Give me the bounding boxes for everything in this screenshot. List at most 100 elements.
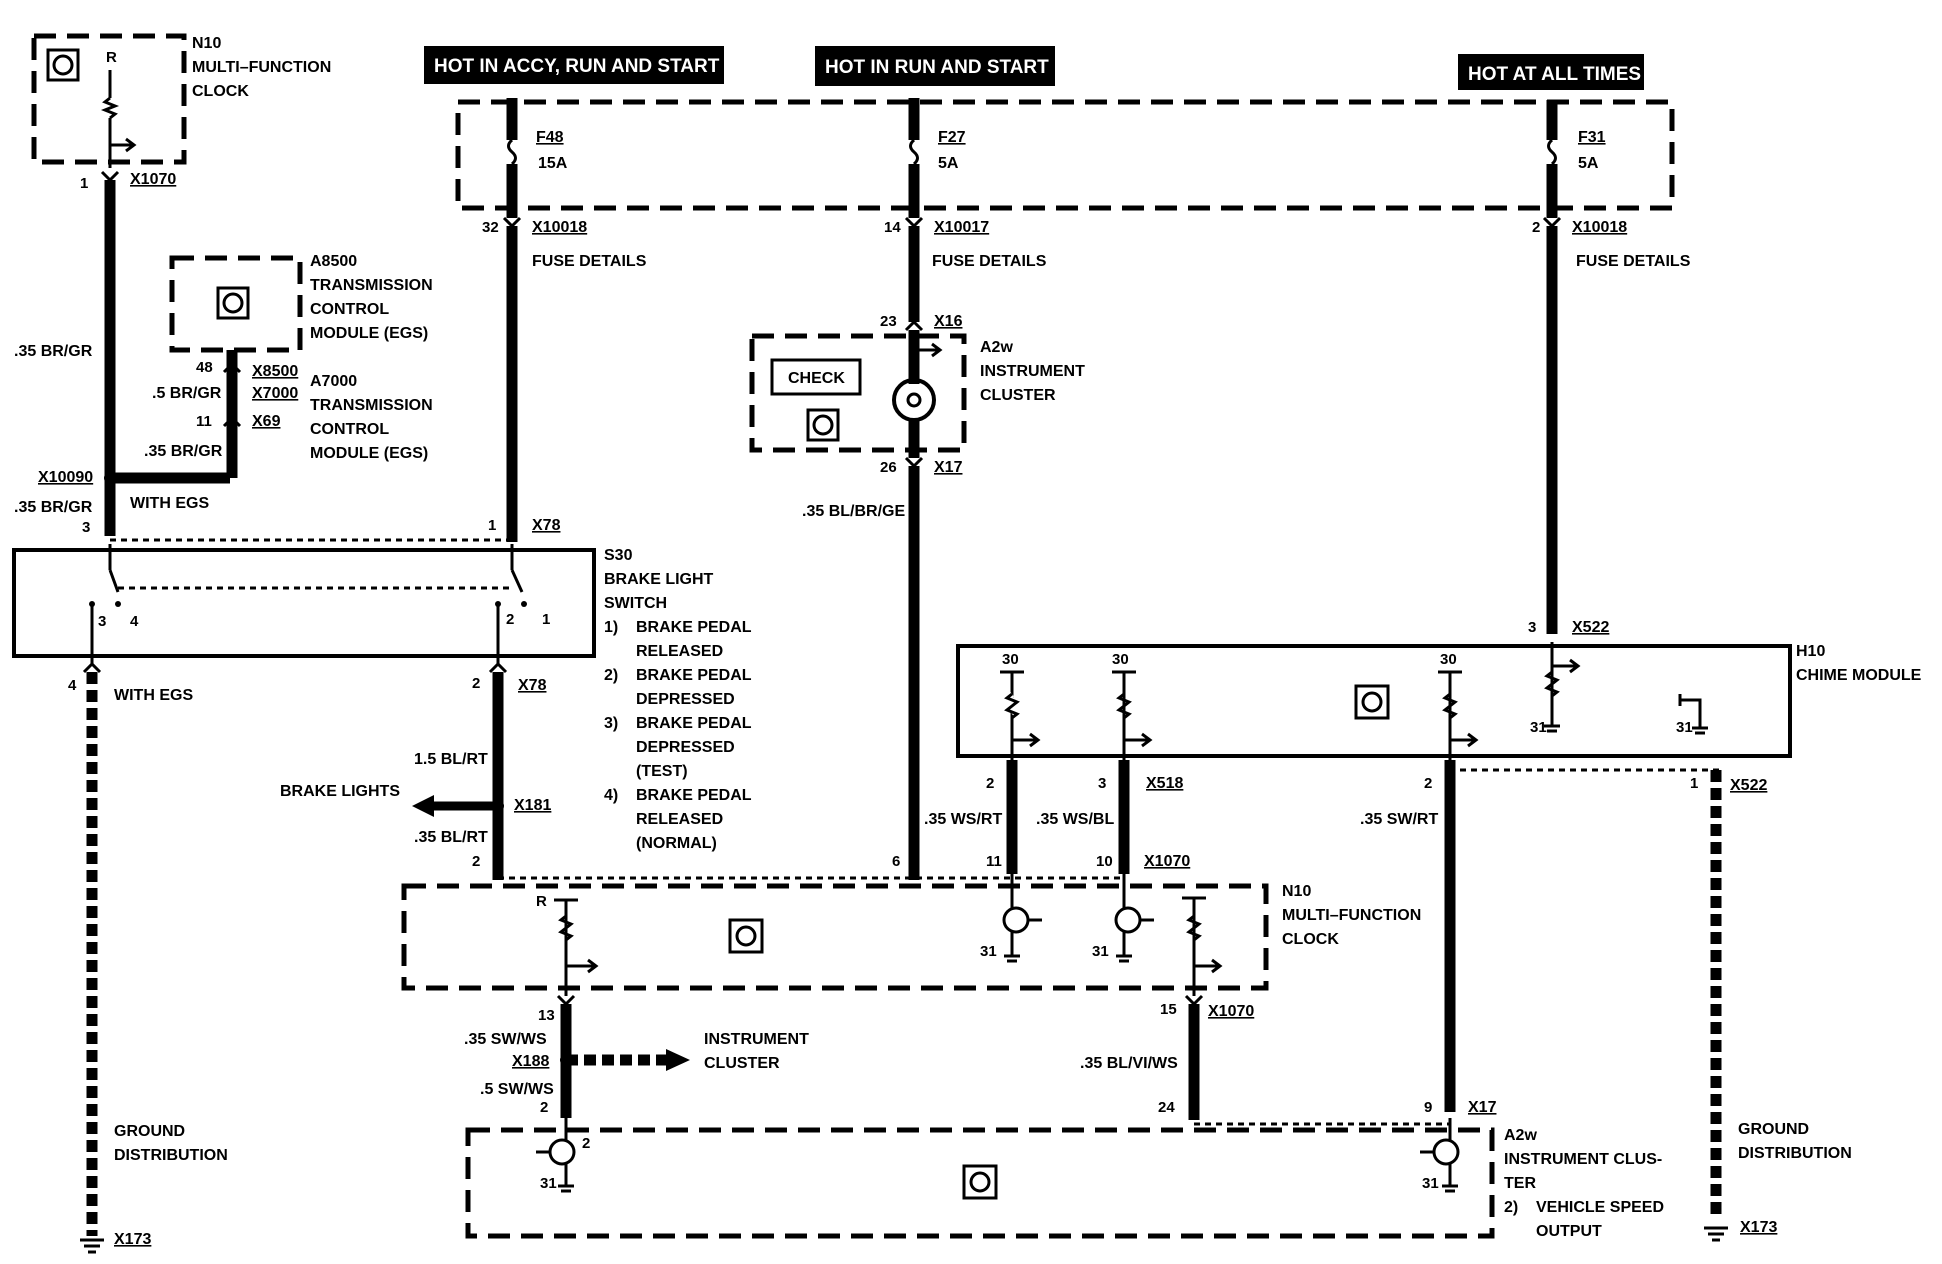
f31-connector-icon <box>1542 216 1562 229</box>
s30-s3a: BRAKE PEDAL <box>636 715 752 732</box>
ic-arrow-icon <box>666 1049 690 1071</box>
n10-transistor1-leads <box>1010 874 1042 956</box>
h10-p30b: 30 <box>1112 651 1129 668</box>
h10-pin1: 1 <box>1690 775 1698 792</box>
n10-transistor1-icon <box>1002 906 1030 934</box>
n10-top-resistor-icon <box>100 96 120 120</box>
s30-contact-4 <box>115 601 121 607</box>
n10-top-line2: CLOCK <box>192 83 249 100</box>
left-pin3: 3 <box>82 519 90 536</box>
egs-connector-icon <box>222 361 242 428</box>
a2w-pin26: 26 <box>880 459 897 476</box>
n10-g31b: 31 <box>1092 943 1109 960</box>
f48-name: F48 <box>536 129 564 146</box>
lower-ic-label1: INSTRUMENT <box>704 1031 809 1048</box>
n10-top-connector-icon <box>100 170 120 183</box>
s30-out-pin2: 2 <box>472 675 480 692</box>
s30-sw2-blade <box>510 569 524 593</box>
a7000-line3: MODULE (EGS) <box>310 445 428 462</box>
lower-pin2: 2 <box>540 1099 548 1116</box>
with-egs-bottom: WITH EGS <box>114 687 193 704</box>
h10-pin3: 3 <box>1528 619 1536 636</box>
a2w-top-box <box>749 333 967 453</box>
h10-x522-bot: X522 <box>1730 777 1767 794</box>
lower-w05: .5 SW/WS <box>480 1081 554 1098</box>
egs-x7000: X7000 <box>252 385 298 402</box>
f48-details: FUSE DETAILS <box>532 253 647 270</box>
n10-transistor2-icon <box>1114 906 1142 934</box>
n10-bot-line1: MULTI–FUNCTION <box>1282 907 1421 924</box>
f48-connector-icon <box>502 216 522 229</box>
a2w-top-line2: CLUSTER <box>980 387 1056 404</box>
s30-c3: 3 <box>98 613 106 630</box>
n10-bot-box <box>401 883 1269 991</box>
brake-pin2: 2 <box>472 853 480 870</box>
lower-x17: X17 <box>1468 1099 1497 1116</box>
n10-bot-module-icon-inner <box>735 925 757 947</box>
h10-res1-icon-line <box>1004 692 1020 720</box>
a2w-check-box <box>770 358 862 396</box>
n10-top-connector: X1070 <box>130 171 176 188</box>
a2w-bot-transistor2-leads <box>1420 1118 1452 1186</box>
ws-rt-label: .35 WS/RT <box>924 811 1002 828</box>
f31-connector: X10018 <box>1572 219 1627 236</box>
a8500-line3: MODULE (EGS) <box>310 325 428 342</box>
h10-p31a: 31 <box>1530 719 1547 736</box>
a2w-top-id: A2w <box>980 339 1013 356</box>
s30-out-pin4: 4 <box>68 677 77 694</box>
s30-out4-connector-icon <box>82 661 102 674</box>
f27-details: FUSE DETAILS <box>932 253 1047 270</box>
a2w-bot-transistor1-leads <box>536 1118 568 1186</box>
a2w-bot-transistor2-icon <box>1432 1138 1460 1166</box>
h10-ground2-icon <box>1692 726 1708 735</box>
h10-p31b: 31 <box>1676 719 1693 736</box>
a8500-box <box>169 255 303 353</box>
s30-s4b: RELEASED <box>636 811 723 828</box>
n10-ground-a-icon <box>1004 954 1020 963</box>
n10-pin10: 10 <box>1096 853 1113 870</box>
lower-x188: X188 <box>512 1053 549 1070</box>
s30-x78-bottom: X78 <box>518 677 547 694</box>
lower-pin24: 24 <box>1158 1099 1175 1116</box>
n10-bot-module-icon <box>728 918 764 954</box>
f27-name: F27 <box>938 129 966 146</box>
a2w-wire-color: .35 BL/BR/GE <box>802 503 905 520</box>
f48-pin: 32 <box>482 219 499 236</box>
h10-x522-top: X522 <box>1572 619 1609 636</box>
brake-w035: .35 BL/RT <box>414 829 488 846</box>
a7000-line1: TRANSMISSION <box>310 397 433 414</box>
brake-x181: X181 <box>514 797 551 814</box>
n10-ground-b-icon <box>1116 954 1132 963</box>
s30-line1: BRAKE LIGHT <box>604 571 714 588</box>
s30-x78-top: X78 <box>532 517 561 534</box>
s30-out2-connector-icon <box>488 661 508 674</box>
header-all-times: HOT AT ALL TIMES <box>1468 64 1641 85</box>
f31-rating: 5A <box>1578 155 1599 172</box>
s30-n3: 3) <box>604 715 618 732</box>
right-ground-icon <box>1704 1226 1728 1242</box>
h10-box <box>956 644 1792 758</box>
a2w-top-connector-in-icon <box>904 319 924 332</box>
a8500-line2: CONTROL <box>310 301 389 318</box>
lower-pin13: 13 <box>538 1007 555 1024</box>
h10-module-icon-inner <box>1361 691 1383 713</box>
x10090-label: X10090 <box>38 469 93 486</box>
s30-s3b: DEPRESSED <box>636 739 735 756</box>
s30-s2a: BRAKE PEDAL <box>636 667 752 684</box>
s30-s4c: (NORMAL) <box>636 835 717 852</box>
lower-pin15: 15 <box>1160 1001 1177 1018</box>
left-wire-035-bot: .35 BR/GR <box>14 499 93 516</box>
right-ground-2: DISTRIBUTION <box>1738 1145 1852 1162</box>
a2w-top-line1: INSTRUMENT <box>980 363 1085 380</box>
fuse-box <box>455 99 1675 211</box>
a8500-module-icon <box>216 286 250 320</box>
n10-top-pin: 1 <box>80 175 88 192</box>
n10-bot-out13-connector-icon <box>556 994 576 1007</box>
a2w-bot-out1: VEHICLE SPEED <box>1536 1199 1664 1216</box>
n10-bot-res1-icon <box>558 914 574 942</box>
h10-arrow2-icon <box>1124 732 1153 748</box>
f27-connector-icon <box>904 216 924 229</box>
egs-x69: X69 <box>252 413 281 430</box>
a2w-bot-ground-a-icon <box>558 1184 574 1193</box>
